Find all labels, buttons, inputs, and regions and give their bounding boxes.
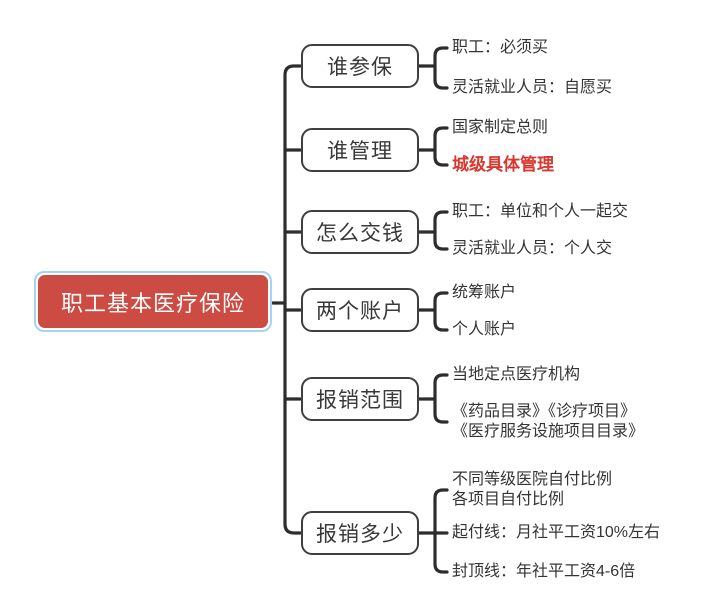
branch-box-two-accounts[interactable]: 两个账户 xyxy=(301,288,419,332)
connector-branch6-brace xyxy=(433,488,449,574)
connector-branch3-brace xyxy=(433,210,449,251)
leaf-employee-joint-pay[interactable]: 职工：单位和个人一起交 xyxy=(452,203,629,220)
leaf-city-level-management[interactable]: 城级具体管理 xyxy=(452,155,554,174)
leaf-flexible-voluntary[interactable]: 灵活就业人员：自愿买 xyxy=(452,79,613,96)
leaf-pooling-account[interactable]: 统筹账户 xyxy=(452,284,517,301)
leaf-catalogs[interactable]: 《药品目录》《诊疗项目》 《医疗服务设施项目目录》 xyxy=(452,403,645,440)
branch-box-who-manages[interactable]: 谁管理 xyxy=(301,128,419,172)
branch-box-reimburse-scope[interactable]: 报销范围 xyxy=(301,377,419,421)
root-node-label: 职工基本医疗保险 xyxy=(38,275,268,328)
leaf-personal-account[interactable]: 个人账户 xyxy=(452,321,517,338)
connector-branch4-brace xyxy=(433,291,449,332)
branch-box-how-to-pay[interactable]: 怎么交钱 xyxy=(301,210,419,254)
connector-branch5-brace xyxy=(433,373,449,424)
leaf-cap-line[interactable]: 封顶线：年社平工资4-6倍 xyxy=(452,563,636,580)
connector-branch2-brace xyxy=(433,126,449,167)
connector-root-brace xyxy=(283,64,302,535)
leaf-employee-must-buy[interactable]: 职工：必须买 xyxy=(452,39,549,56)
leaf-flexible-self-pay[interactable]: 灵活就业人员：个人交 xyxy=(452,240,613,257)
leaf-self-pay-ratios[interactable]: 不同等级医院自付比例 各项目自付比例 xyxy=(452,471,613,508)
root-node[interactable]: 职工基本医疗保险 xyxy=(34,271,272,332)
leaf-state-general-rules[interactable]: 国家制定总则 xyxy=(452,119,549,136)
connector-branch1-brace xyxy=(433,46,449,90)
branch-box-reimburse-amount[interactable]: 报销多少 xyxy=(301,511,419,555)
leaf-local-designated-institutions[interactable]: 当地定点医疗机构 xyxy=(452,366,581,383)
branch-box-who-participates[interactable]: 谁参保 xyxy=(301,44,419,88)
leaf-deductible-line[interactable]: 起付线：月社平工资10%左右 xyxy=(452,524,661,541)
